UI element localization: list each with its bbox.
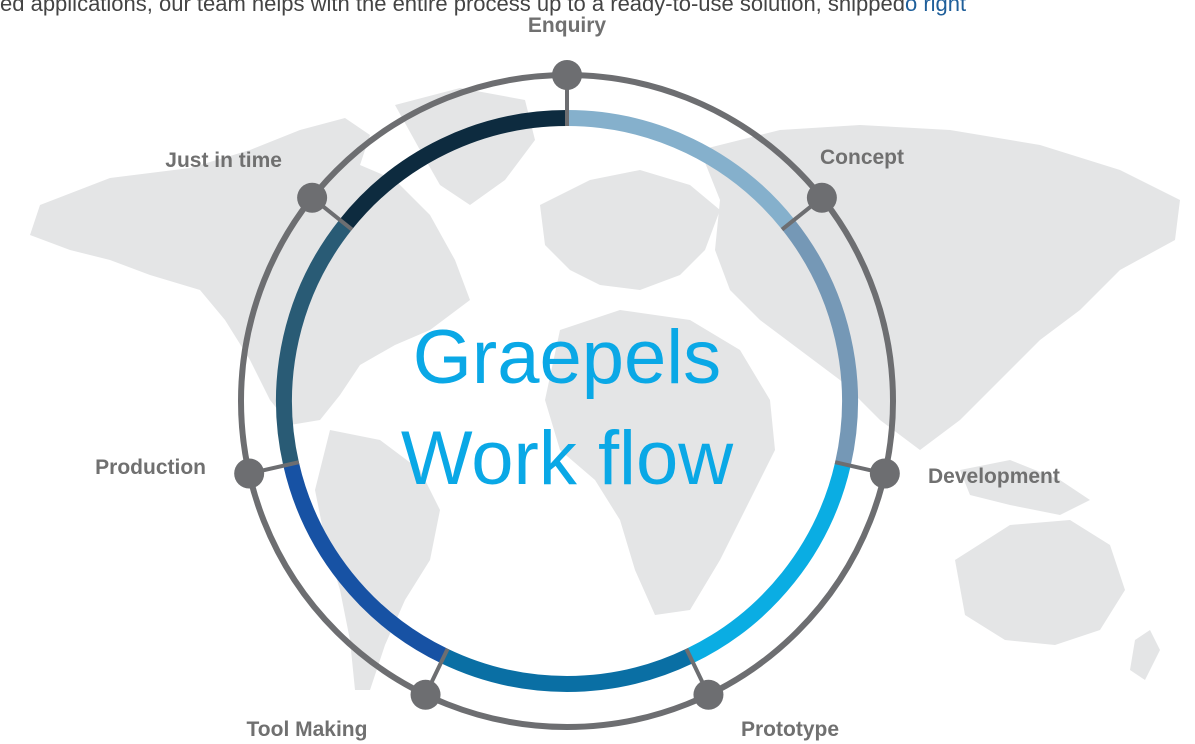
header-text: ed applications, our team helps with the… [0, 0, 1195, 17]
map-australia [955, 520, 1125, 645]
step-label-prototype: Prototype [741, 718, 839, 741]
step-label-concept: Concept [820, 146, 904, 169]
node-just-in-time [297, 182, 328, 213]
segment-enquiry [566, 110, 795, 230]
step-label-tool-making: Tool Making [247, 718, 368, 741]
map-africa [545, 310, 775, 615]
step-label-development: Development [928, 465, 1060, 488]
step-label-enquiry: Enquiry [528, 14, 606, 37]
segment-concept [782, 219, 858, 466]
node-concept [806, 182, 837, 213]
header-body-text: ed applications, our team helps with the… [0, 0, 905, 16]
segment-prototype [440, 648, 694, 692]
node-tool-making [410, 679, 441, 710]
segment-just-in-time [339, 110, 568, 230]
segment-tool-making [283, 462, 448, 664]
world-map-background [30, 88, 1180, 690]
node-enquiry [552, 60, 582, 90]
center-title-line-1: Graepels [413, 315, 721, 400]
node-production [234, 458, 265, 489]
map-greenland [395, 88, 535, 205]
map-south-east-asia [960, 460, 1090, 515]
workflow-ring-segments [276, 110, 858, 692]
center-title-line-2: Work flow [401, 416, 734, 501]
step-label-just-in-time: Just in time [165, 149, 282, 172]
segment-development [686, 462, 851, 664]
header-link[interactable]: o right [904, 0, 967, 16]
map-asia [700, 125, 1180, 450]
step-label-production: Production [95, 456, 206, 479]
node-prototype [693, 679, 724, 710]
node-development [869, 458, 900, 489]
map-south-america [315, 430, 440, 690]
map-europe [540, 170, 720, 290]
segment-production [276, 219, 352, 466]
map-new-zealand [1130, 630, 1160, 680]
workflow-nodes [234, 60, 900, 710]
map-north-america [30, 118, 470, 425]
